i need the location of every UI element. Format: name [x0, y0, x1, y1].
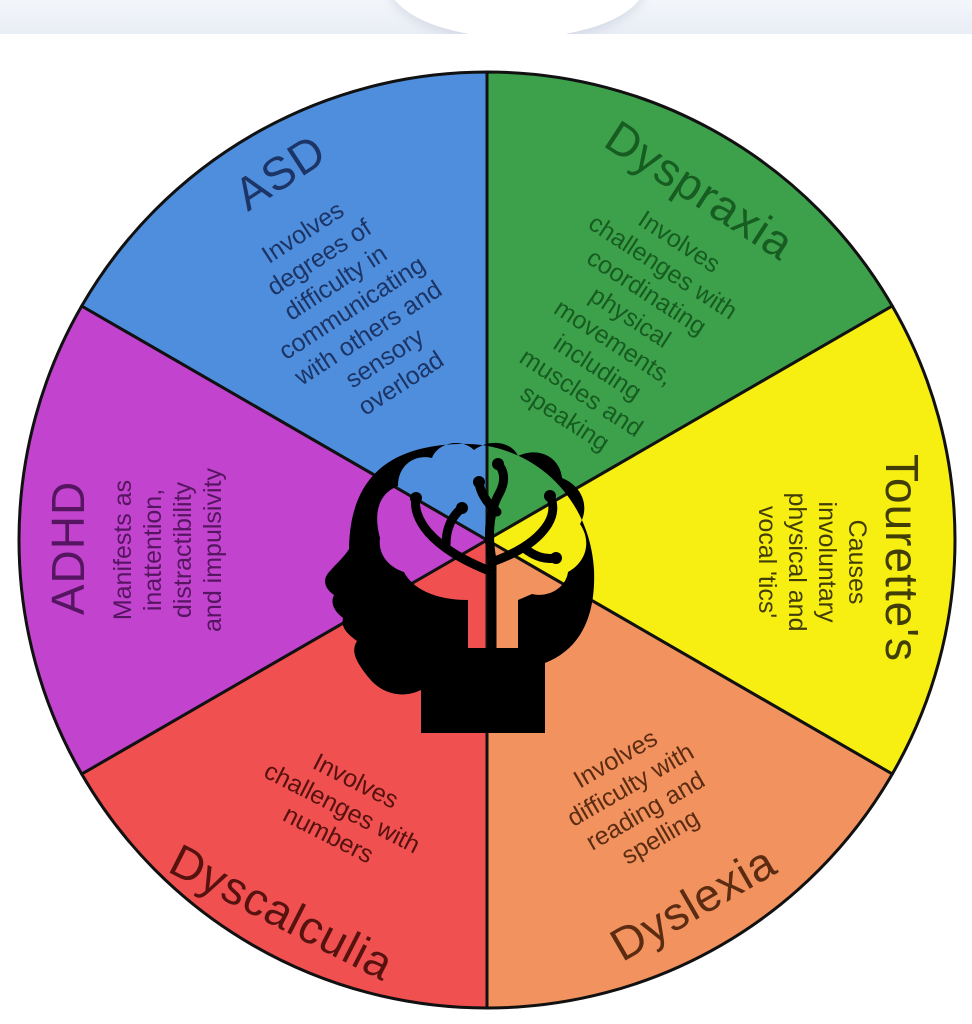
segment-tourettes-description: Causes involuntary physical and vocal 't… [753, 492, 871, 632]
segment-adhd-description: Manifests as inattention, distractibilit… [109, 468, 227, 632]
top-strip [0, 0, 972, 34]
segment-tourettes-shape [485, 304, 957, 776]
segment-dyslexia-shape [485, 538, 894, 1010]
head-brain-icon [325, 442, 595, 733]
segment-adhd-title: ADHD [42, 480, 94, 616]
segment-tourettes-title: Tourette's [876, 454, 928, 662]
segment-adhd-shape [17, 304, 489, 776]
segment-dyspraxia-shape [485, 70, 894, 542]
segment-asd-shape [80, 70, 489, 542]
head-silhouette [325, 442, 595, 733]
brain-branches [410, 458, 562, 655]
